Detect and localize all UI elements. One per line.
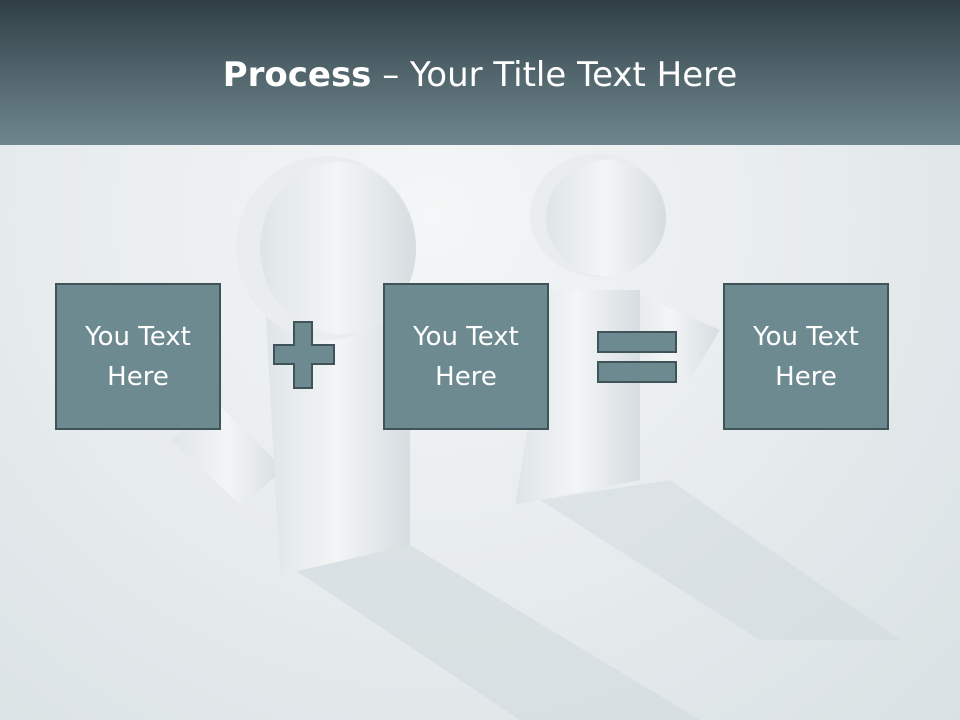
process-box-2-text: You Text Here: [413, 321, 519, 392]
title-bold: Process: [222, 55, 372, 95]
background-figures: [169, 153, 900, 720]
equals-icon: [597, 331, 677, 383]
process-box-1-text: You Text Here: [85, 321, 191, 392]
title-banner: Process – Your Title Text Here: [0, 0, 960, 145]
process-box-3: You Text Here: [723, 283, 889, 430]
title-rest: – Your Title Text Here: [371, 55, 738, 95]
slide-title: Process – Your Title Text Here: [0, 52, 960, 98]
figure-shadow: [280, 545, 700, 720]
figure-shadow: [540, 480, 900, 640]
process-box-3-text: You Text Here: [753, 321, 859, 392]
plus-icon: [273, 321, 335, 389]
process-box-1: You Text Here: [55, 283, 221, 430]
process-box-2: You Text Here: [383, 283, 549, 430]
